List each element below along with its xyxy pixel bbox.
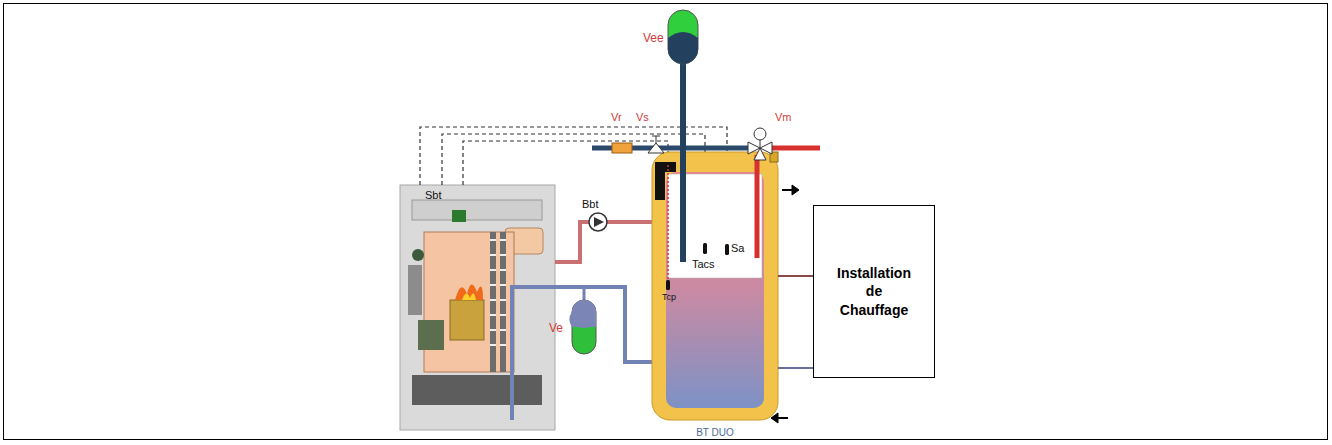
flow-arrow (771, 185, 799, 423)
valve-label: Vr (611, 112, 622, 123)
expansion-vessel (569, 300, 596, 354)
boiler (450, 300, 484, 340)
boiler (400, 185, 555, 430)
sensor-label: Tacs (692, 259, 715, 270)
sensor-label: Sa (731, 243, 744, 254)
vee-pipe (680, 62, 686, 262)
flow-arrow (792, 185, 799, 195)
sensor (725, 244, 729, 255)
expansion-vessel (668, 32, 698, 64)
boiler (424, 232, 514, 372)
tank-label: BT DUO (652, 427, 778, 438)
frame (4, 4, 1328, 440)
boiler (455, 284, 483, 300)
pump-symbol (589, 213, 607, 231)
expansion-vessel (668, 10, 698, 64)
boiler (490, 240, 506, 345)
return-pipe (512, 287, 652, 420)
mixing-valve (748, 128, 772, 160)
boiler (412, 375, 542, 405)
hot-water-pipe (755, 155, 760, 258)
storage-tank (652, 152, 778, 420)
sensor-wire (667, 165, 669, 280)
sensor-label: Tcp (662, 293, 676, 302)
valve-label: Ve (549, 322, 563, 334)
boiler (418, 320, 444, 350)
boiler (452, 210, 466, 222)
boiler (408, 265, 422, 315)
pump-symbol (589, 213, 607, 231)
mixing-valve (760, 140, 761, 148)
boiler (412, 200, 542, 220)
boiler (500, 232, 506, 372)
boiler (462, 293, 476, 300)
pump-label: Bbt (582, 199, 599, 210)
box-title: Installation de Chauffage (832, 264, 916, 319)
boiler (412, 249, 424, 261)
valve-label: Vee (643, 32, 664, 44)
valve-label: Vm (775, 112, 792, 123)
pipe-connector (778, 367, 813, 369)
mixing-valve (754, 128, 766, 140)
storage-tank (655, 162, 676, 200)
safety-valve (648, 136, 664, 153)
pump-symbol (594, 217, 604, 227)
boiler (490, 232, 496, 372)
flow-arrow (771, 413, 778, 423)
installation-box: Installation de Chauffage (813, 205, 935, 378)
safety-valve (648, 143, 664, 153)
hot-water-pipe (766, 146, 820, 151)
pipe-connector (778, 275, 813, 277)
check-valve (612, 143, 632, 153)
boiler (400, 185, 555, 430)
expansion-vessel (572, 300, 596, 328)
sensor (666, 280, 670, 290)
valve-label: Vs (636, 112, 649, 123)
sensor (703, 243, 707, 254)
safety-valve (652, 136, 660, 143)
expansion-vessel (668, 10, 698, 64)
expansion-vessel (569, 300, 596, 327)
sensor-label: Sbt (425, 190, 442, 201)
storage-tank (652, 152, 778, 420)
